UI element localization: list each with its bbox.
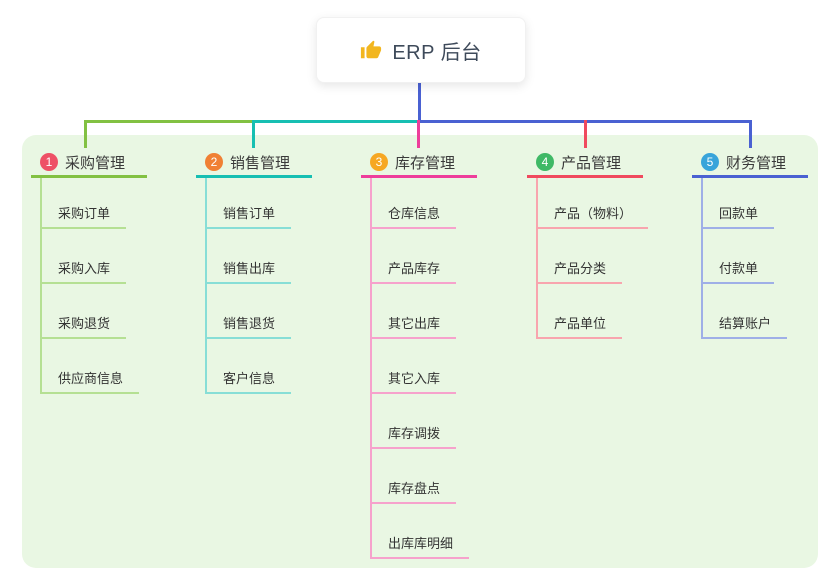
branch-number-badge: 1	[40, 153, 58, 171]
root-node[interactable]: ERP 后台	[316, 17, 526, 83]
branch-children-connector	[701, 176, 703, 339]
branch-header[interactable]: 4 产品管理	[527, 149, 643, 178]
child-node[interactable]: 销售订单	[205, 205, 292, 229]
branch-number-badge: 4	[536, 153, 554, 171]
child-node[interactable]: 产品（物料）	[536, 205, 649, 229]
branch-header[interactable]: 5 财务管理	[692, 149, 808, 178]
root-title: ERP 后台	[392, 41, 482, 64]
branches-background-panel	[22, 135, 818, 568]
child-node[interactable]: 客户信息	[205, 370, 292, 394]
connector-drop	[252, 120, 255, 148]
child-node[interactable]: 供应商信息	[40, 370, 140, 394]
branch-header[interactable]: 3 库存管理	[361, 149, 477, 178]
child-node[interactable]: 其它出库	[370, 315, 457, 339]
child-node[interactable]: 销售退货	[205, 315, 292, 339]
child-node[interactable]: 出库库明细	[370, 535, 470, 559]
connector-drop	[584, 120, 587, 148]
connector-bus-segment	[85, 120, 253, 123]
child-node[interactable]: 库存调拨	[370, 425, 457, 449]
child-node[interactable]: 付款单	[701, 260, 775, 284]
thumbs-up-icon	[360, 39, 382, 61]
branch-label: 产品管理	[561, 154, 622, 172]
branch-label: 销售管理	[230, 154, 291, 172]
branch-header[interactable]: 1 采购管理	[31, 149, 147, 178]
branch-children-connector	[40, 176, 42, 394]
child-node[interactable]: 采购入库	[40, 260, 127, 284]
child-node[interactable]: 产品分类	[536, 260, 623, 284]
branch-number-badge: 3	[370, 153, 388, 171]
child-node[interactable]: 仓库信息	[370, 205, 457, 229]
branch-header[interactable]: 2 销售管理	[196, 149, 312, 178]
connector-drop	[749, 120, 752, 148]
branch-children-connector	[536, 176, 538, 339]
connector-drop	[84, 120, 87, 148]
child-node[interactable]: 库存盘点	[370, 480, 457, 504]
root-stem-connector	[418, 81, 421, 120]
branch-children-connector	[205, 176, 207, 394]
child-node[interactable]: 产品单位	[536, 315, 623, 339]
child-node[interactable]: 结算账户	[701, 315, 788, 339]
connector-drop	[417, 120, 420, 148]
connector-bus-segment	[253, 120, 419, 123]
child-node[interactable]: 采购订单	[40, 205, 127, 229]
child-node[interactable]: 其它入库	[370, 370, 457, 394]
branch-number-badge: 5	[701, 153, 719, 171]
branch-number-badge: 2	[205, 153, 223, 171]
branch-label: 采购管理	[65, 154, 126, 172]
branch-children-connector	[370, 176, 372, 559]
branch-label: 财务管理	[726, 154, 787, 172]
child-node[interactable]: 产品库存	[370, 260, 457, 284]
child-node[interactable]: 回款单	[701, 205, 775, 229]
child-node[interactable]: 采购退货	[40, 315, 127, 339]
branch-label: 库存管理	[395, 154, 456, 172]
child-node[interactable]: 销售出库	[205, 260, 292, 284]
